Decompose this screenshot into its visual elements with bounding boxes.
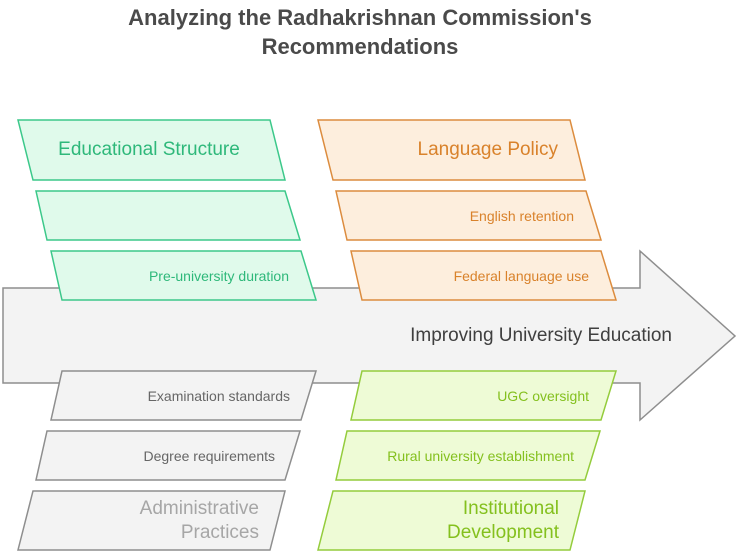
language-policy-item-1: English retention bbox=[336, 191, 586, 240]
institutional-item-box-1 bbox=[350, 370, 618, 421]
spine-label: Improving University Education bbox=[300, 288, 672, 383]
institutional-development-header-box bbox=[317, 490, 586, 551]
administrative-item-2: Degree requirements bbox=[47, 431, 285, 480]
educational-structure-item-1 bbox=[40, 191, 289, 240]
educational-structure-item-box-1 bbox=[35, 190, 302, 241]
diagram-title: Analyzing the Radhakrishnan Commission's… bbox=[0, 3, 720, 61]
language-policy-item-2-text: Federal language use bbox=[453, 267, 589, 284]
educational-structure-item-box-2 bbox=[50, 250, 318, 301]
administrative-practices-header-box bbox=[17, 490, 286, 551]
language-policy-item-box-2 bbox=[350, 250, 618, 301]
educational-structure-header: Educational Structure bbox=[18, 120, 270, 180]
administrative-practices-header: Administrative Practices bbox=[33, 491, 270, 550]
institutional-development-header-line-2: Development bbox=[447, 521, 559, 543]
educational-structure-item-2-text: Pre-university duration bbox=[148, 267, 289, 284]
institutional-item-box-2 bbox=[335, 430, 602, 481]
title-line-1: Analyzing the Radhakrishnan Commission's bbox=[128, 5, 592, 30]
title-line-2: Recommendations bbox=[261, 34, 459, 59]
language-policy-header-text: Language Policy bbox=[417, 139, 559, 160]
language-policy-item-box-1 bbox=[335, 190, 603, 241]
administrative-item-1-text: Examination standards bbox=[147, 387, 290, 404]
institutional-item-2-text: Rural university establishment bbox=[387, 447, 574, 464]
language-policy-item-2: Federal language use bbox=[351, 251, 601, 300]
institutional-item-1: UGC oversight bbox=[362, 371, 600, 420]
spine-label-text: Improving University Education bbox=[410, 324, 672, 346]
institutional-item-2: Rural university establishment bbox=[347, 431, 585, 480]
administrative-practices-header-line-2: Practices bbox=[180, 521, 259, 543]
educational-structure-header-box bbox=[17, 119, 286, 181]
institutional-development-header: Institutional Development bbox=[333, 491, 570, 550]
language-policy-header-box bbox=[317, 119, 586, 181]
institutional-development-header-line-1: Institutional bbox=[462, 497, 559, 519]
administrative-item-box-1 bbox=[50, 370, 318, 421]
administrative-item-box-2 bbox=[35, 430, 302, 481]
administrative-item-2-text: Degree requirements bbox=[143, 447, 275, 464]
language-policy-item-1-text: English retention bbox=[469, 207, 574, 224]
administrative-item-1: Examination standards bbox=[62, 371, 300, 420]
educational-structure-item-2: Pre-university duration bbox=[51, 251, 301, 300]
administrative-practices-header-line-1: Administrative bbox=[139, 497, 259, 519]
educational-structure-header-text: Educational Structure bbox=[58, 139, 240, 160]
institutional-item-1-text: UGC oversight bbox=[497, 387, 589, 404]
language-policy-header: Language Policy bbox=[318, 120, 570, 180]
